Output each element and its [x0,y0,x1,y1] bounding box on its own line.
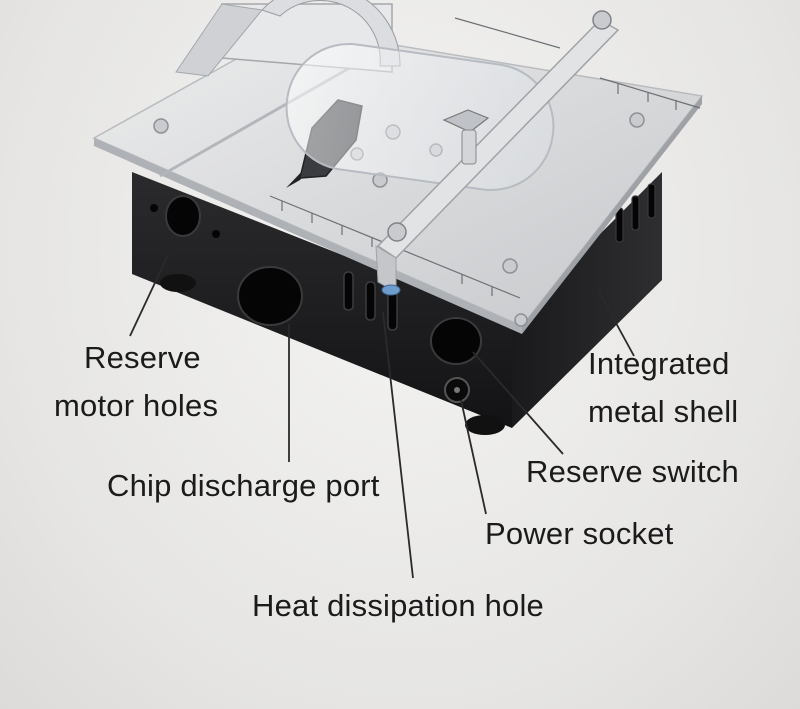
side-ruler [454,17,701,110]
label-power-socket: Power socket [485,516,674,551]
rip-fence [375,10,620,296]
chip-discharge-port [237,266,303,326]
label-integrated-metal-shell-line2: metal shell [588,394,739,429]
leader-lines [129,254,635,579]
label-integrated-metal-shell: Integrated metal shell [588,340,738,436]
black-body [132,172,662,435]
label-reserve-motor-holes: Reserve motor holes [54,334,218,430]
reserve-switch-hole [430,317,482,365]
heat-dissipation-holes [343,271,398,331]
label-reserve-switch: Reserve switch [526,454,739,489]
label-reserve-motor-holes-line2: motor holes [54,388,219,423]
label-integrated-metal-shell-line1: Integrated [588,346,730,381]
label-heat-dissipation-hole: Heat dissipation hole [252,588,544,623]
label-reserve-motor-holes-line1: Reserve [84,340,201,375]
reserve-motor-hole [165,195,201,237]
label-chip-discharge-port: Chip discharge port [107,468,380,503]
